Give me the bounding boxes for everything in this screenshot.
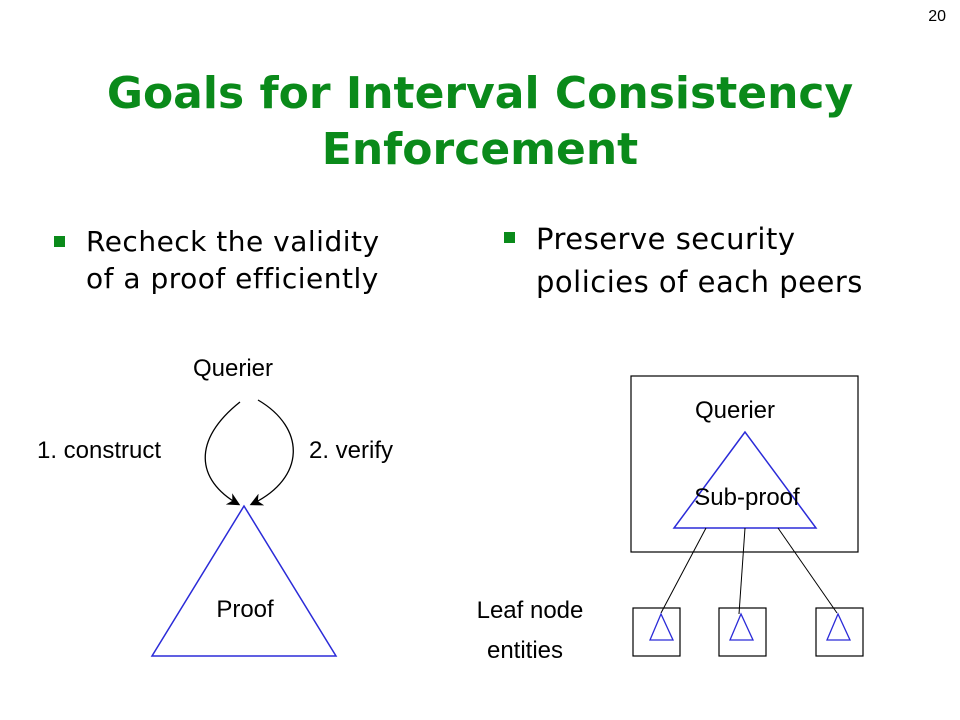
slide-title: Goals for Interval Consistency Enforceme… bbox=[0, 66, 960, 178]
sub-proof-label: Sub-proof bbox=[694, 484, 800, 511]
bullet-line-1: Preserve security bbox=[536, 222, 796, 256]
bullet-preserve-security: Preserve security policies of each peers bbox=[504, 218, 863, 304]
proof-triangle bbox=[150, 504, 338, 657]
leaf-box-3 bbox=[815, 607, 864, 657]
bullet-recheck-validity: Recheck the validity of a proof efficien… bbox=[54, 223, 380, 297]
sub-proof-triangle bbox=[672, 430, 818, 529]
connector-line-2 bbox=[738, 527, 746, 615]
bullet-marker-icon bbox=[504, 232, 515, 243]
construct-label: 1. construct bbox=[37, 437, 161, 464]
querier-box-label: Querier bbox=[695, 397, 775, 424]
querier-box bbox=[630, 375, 859, 553]
verify-label: 2. verify bbox=[309, 437, 393, 464]
slide-number: 20 bbox=[928, 8, 946, 25]
leaf-triangle-3 bbox=[826, 612, 852, 641]
verify-arrow bbox=[249, 399, 294, 506]
bullet-marker-icon bbox=[54, 236, 65, 247]
connector-line-1 bbox=[660, 527, 707, 614]
bullet-line-2: policies of each peers bbox=[536, 265, 863, 299]
leaf-label-line-2: entities bbox=[487, 637, 563, 664]
construct-arrow bbox=[204, 401, 241, 506]
left-diagram: Querier 1. construct 2. verify Proof bbox=[37, 355, 393, 657]
leaf-box-1 bbox=[632, 607, 681, 657]
proof-label: Proof bbox=[216, 596, 274, 623]
leaf-label-line-1: Leaf node bbox=[477, 597, 584, 624]
bullet-line-2: of a proof efficiently bbox=[86, 262, 379, 295]
slide-title-line-1: Goals for Interval Consistency bbox=[106, 68, 854, 119]
bullet-line-1: Recheck the validity bbox=[86, 225, 380, 258]
right-diagram: Querier Sub-proof Leaf node entities bbox=[477, 375, 864, 664]
querier-label: Querier bbox=[193, 355, 273, 382]
connector-line-3 bbox=[777, 527, 838, 614]
leaf-box-2 bbox=[718, 607, 767, 657]
leaf-triangle-2 bbox=[729, 612, 755, 641]
slide-title-line-2: Enforcement bbox=[321, 124, 639, 175]
leaf-triangle-1 bbox=[649, 612, 675, 641]
